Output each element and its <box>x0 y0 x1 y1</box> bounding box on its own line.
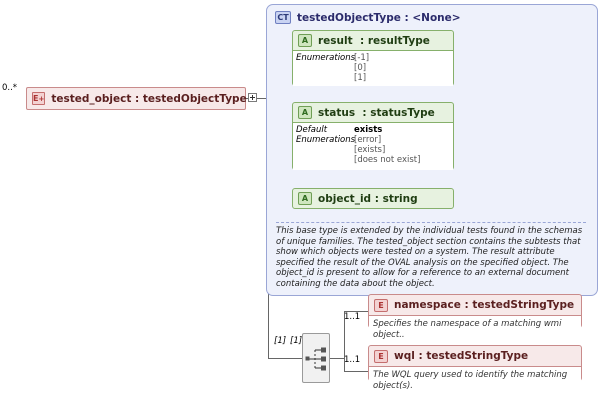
connector-compositor-out <box>330 358 344 359</box>
element-plus-icon: E+ <box>32 92 46 105</box>
attribute-result-enum-values: [-1] [0] [1] <box>354 53 369 83</box>
attribute-status-enum-row: Enumerations [error] [exists] [does not … <box>296 135 450 165</box>
attribute-icon: A <box>298 106 312 119</box>
attribute-result-header: A result : resultType <box>293 31 453 50</box>
attribute-objectid-header: A object_id : string <box>293 189 453 208</box>
enum-value: [0] <box>354 63 367 73</box>
child-wql-label: wql : testedStringType <box>394 350 529 362</box>
element-icon: E <box>374 298 388 312</box>
connector-child-namespace <box>344 311 368 312</box>
attribute-status-box[interactable]: A status : statusType Default exists Enu… <box>292 102 454 170</box>
child-wql-box[interactable]: E wql : testedStringType The WQL query u… <box>368 345 582 395</box>
child-namespace-box[interactable]: E namespace : testedStringType Specifies… <box>368 294 582 344</box>
compositor-occurrence-left: [1] <box>274 336 287 346</box>
root-element-box[interactable]: E+ tested_object : testedObjectType <box>26 87 247 110</box>
complextype-icon: CT <box>275 11 291 24</box>
attribute-icon: A <box>298 34 312 47</box>
choice-compositor-icon <box>305 347 326 371</box>
enum-value: [does not exist] <box>354 155 421 165</box>
enum-value: [exists] <box>354 145 386 155</box>
attribute-objectid-label: object_id : string <box>318 192 418 205</box>
complextype-documentation: This base type is extended by the indivi… <box>276 222 586 289</box>
child-wql-occurrence: 1..1 <box>344 355 361 365</box>
choice-compositor[interactable] <box>302 333 330 383</box>
complextype-title: testedObjectType : <None> <box>297 11 461 24</box>
attribute-result-enum-row: Enumerations [-1] [0] [1] <box>296 53 450 83</box>
attribute-status-label: status : statusType <box>318 107 435 119</box>
connector-child-wql <box>344 371 368 372</box>
enum-value: [1] <box>354 73 367 83</box>
attribute-result-body: Enumerations [-1] [0] [1] <box>293 50 453 86</box>
attribute-objectid-box[interactable]: A object_id : string <box>292 188 454 209</box>
attribute-result-name: result <box>318 34 353 47</box>
element-icon: E <box>374 349 388 363</box>
child-namespace-header: E namespace : testedStringType <box>369 295 581 315</box>
connector-children-vertical <box>344 311 345 371</box>
attribute-status-default-key: Default <box>296 125 328 135</box>
attribute-result-label: result : resultType <box>318 35 430 47</box>
enum-value: [error] <box>354 135 382 145</box>
child-wql-header: E wql : testedStringType <box>369 346 581 366</box>
attribute-status-enum-key: Enumerations <box>296 135 356 145</box>
root-element-label: tested_object : testedObjectType <box>51 92 247 105</box>
attribute-icon: A <box>298 192 312 205</box>
attribute-status-default-value: exists <box>354 125 383 135</box>
attribute-status-default-row: Default exists <box>296 125 450 135</box>
child-namespace-occurrence: 1..1 <box>344 312 361 322</box>
root-occurrence: 0..* <box>2 83 18 93</box>
child-wql-documentation: The WQL query used to identify the match… <box>369 366 581 395</box>
enum-value: [-1] <box>354 53 370 63</box>
connector-root-to-ct <box>246 98 268 99</box>
attribute-result-box[interactable]: A result : resultType Enumerations [-1] … <box>292 30 454 86</box>
attribute-status-header: A status : statusType <box>293 103 453 122</box>
compositor-occurrence-right: [1] <box>290 336 303 346</box>
attribute-status-body: Default exists Enumerations [error] [exi… <box>293 122 453 170</box>
attribute-status-enum-values: [error] [exists] [does not exist] <box>354 135 420 165</box>
attribute-result-type: : resultType <box>359 34 430 47</box>
child-namespace-documentation: Specifies the namespace of a matching wm… <box>369 315 581 344</box>
complextype-header: CT testedObjectType : <None> <box>275 11 597 24</box>
attribute-result-enum-key: Enumerations <box>296 53 356 63</box>
attribute-status-name: status <box>318 106 356 119</box>
expand-plus-box[interactable] <box>248 93 257 102</box>
attribute-status-type: : statusType <box>362 106 435 119</box>
connector-to-compositor <box>268 358 302 359</box>
child-namespace-label: namespace : testedStringType <box>394 299 575 311</box>
